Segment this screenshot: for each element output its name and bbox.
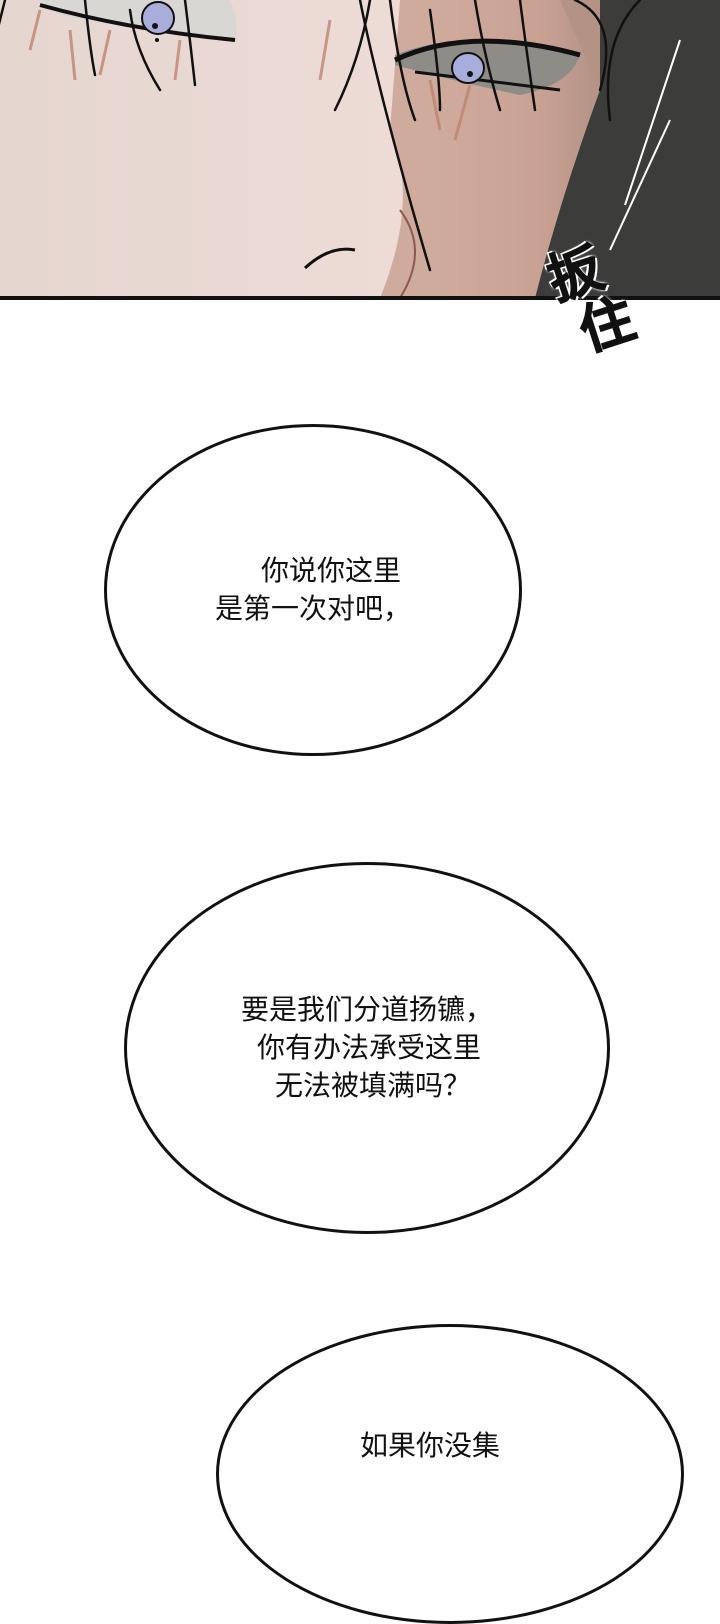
bubble-text: 如果你没集 [359, 1429, 500, 1462]
speech-bubble: 如果你没集 [216, 1324, 684, 1624]
panel-border [0, 296, 720, 300]
comic-panel [0, 0, 720, 298]
speech-bubble: 要是我们分道扬镳， 你有办法承受这里 无法被填满吗？ [124, 862, 610, 1234]
speech-bubble: 你说你这里 是第一次对吧， [104, 424, 522, 756]
bubble-text: 你说你这里 是第一次对吧， [214, 554, 411, 625]
face-illustration [0, 0, 720, 298]
bubble-text: 要是我们分道扬镳， 你有办法承受这里 无法被填满吗？ [240, 993, 493, 1102]
